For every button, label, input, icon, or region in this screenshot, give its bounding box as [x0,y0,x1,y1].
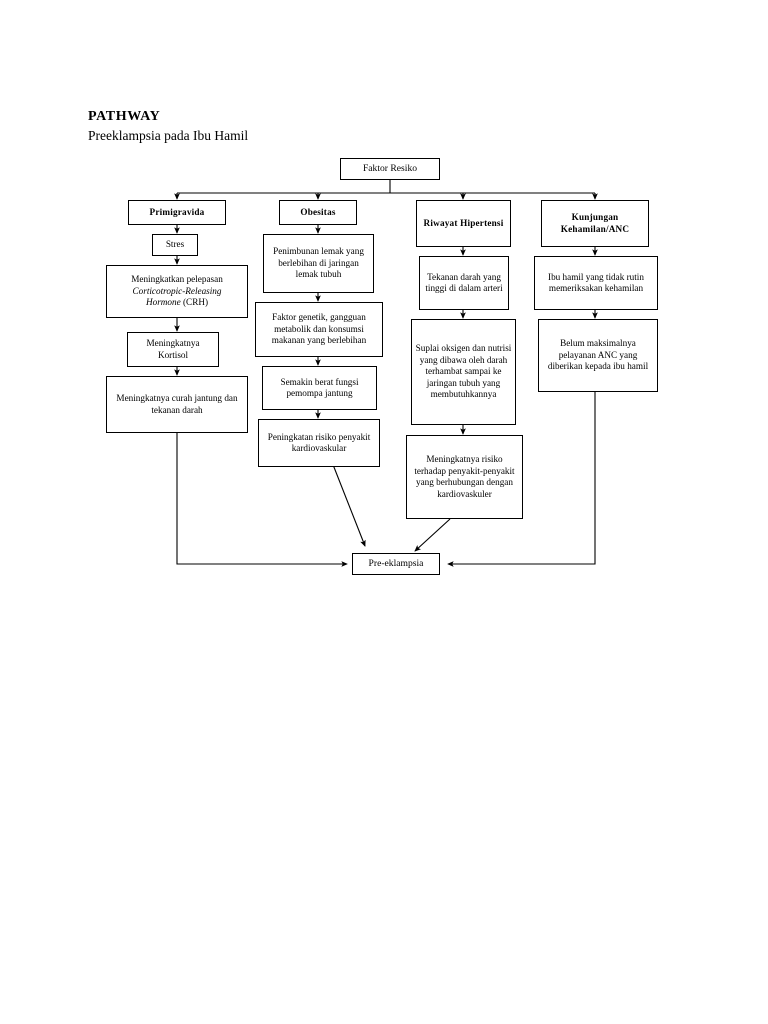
node-risiko-penyakit-kardiovaskuler[interactable]: Meningkatnya risiko terhadap penyakit-pe… [406,435,523,519]
page-heading: PATHWAY Preeklampsia pada Ibu Hamil [88,108,488,145]
node-label: Semakin berat fungsi pemompa jantung [280,376,359,399]
page-subtitle: Preeklampsia pada Ibu Hamil [88,128,249,143]
node-label: Penimbunan lemak yang berlebihan di jari… [273,246,364,280]
node-faktor-resiko[interactable]: Faktor Resiko [340,158,440,180]
node-label: Stres [165,239,185,250]
node-curah-jantung[interactable]: Meningkatnya curah jantung dan tekanan d… [106,376,248,433]
node-pemompa-jantung[interactable]: Semakin berat fungsi pemompa jantung [262,366,377,410]
node-pre-eklampsia[interactable]: Pre-eklampsia [352,553,440,575]
page-title: PATHWAY [88,109,161,124]
node-faktor-genetik[interactable]: Faktor genetik, gangguan metabolik dan k… [255,302,383,357]
node-stres[interactable]: Stres [152,234,198,256]
node-primigravida[interactable]: Primigravida [128,200,226,225]
node-obesitas[interactable]: Obesitas [279,200,357,225]
node-label: Riwayat Hipertensi [423,217,504,228]
node-label: Belum maksimalnya pelayanan ANC yang dib… [547,338,649,372]
node-label: Faktor genetik, gangguan metabolik dan k… [271,312,367,346]
crh-line-1: Meningkatkan pelepasan [131,274,223,285]
node-kortisol[interactable]: Meningkatnya Kortisol [127,332,219,367]
node-label: Ibu hamil yang tidak rutin memeriksakan … [548,271,644,294]
node-risiko-kardiovaskular[interactable]: Peningkatan risiko penyakit kardiovaskul… [258,419,380,467]
node-label: Primigravida [149,206,205,217]
node-label: Pre-eklampsia [368,558,424,570]
node-label: Meningkatnya risiko terhadap penyakit-pe… [414,454,515,499]
node-label: Kunjungan Kehamilan/ANC [560,212,630,234]
node-label: Suplai oksigen dan nutrisi yang dibawa o… [415,343,512,400]
node-tekanan-darah-tinggi[interactable]: Tekanan darah yang tinggi di dalam arter… [419,256,509,310]
node-label: Tekanan darah yang tinggi di dalam arter… [425,271,503,294]
node-label: Meningkatnya curah jantung dan tekanan d… [116,393,238,415]
node-label: Peningkatan risiko penyakit kardiovaskul… [267,431,371,454]
edge-b3-to-outcome [414,518,451,552]
crh-line-3: Hormone [145,297,181,308]
crh-line-4: (CRH) [180,297,209,308]
node-crh-release[interactable]: Meningkatkan pelepasan Corticotropic-Rel… [106,265,248,318]
node-label: Meningkatkan pelepasan Corticotropic-Rel… [110,274,244,309]
node-label: Obesitas [300,206,336,217]
node-label: Meningkatnya Kortisol [146,338,200,360]
node-ibu-hamil-tidak-rutin[interactable]: Ibu hamil yang tidak rutin memeriksakan … [534,256,658,310]
node-label: Faktor Resiko [362,163,418,175]
node-suplai-oksigen[interactable]: Suplai oksigen dan nutrisi yang dibawa o… [411,319,516,425]
crh-line-2: Corticotropic-Releasing [132,285,222,296]
node-riwayat-hipertensi[interactable]: Riwayat Hipertensi [416,200,511,247]
node-pelayanan-anc-belum-maksimal[interactable]: Belum maksimalnya pelayanan ANC yang dib… [538,319,658,392]
edge-b2-to-outcome [329,456,366,547]
node-kunjungan-kehamilan-anc[interactable]: Kunjungan Kehamilan/ANC [541,200,649,247]
node-penimbunan-lemak[interactable]: Penimbunan lemak yang berlebihan di jari… [263,234,374,293]
